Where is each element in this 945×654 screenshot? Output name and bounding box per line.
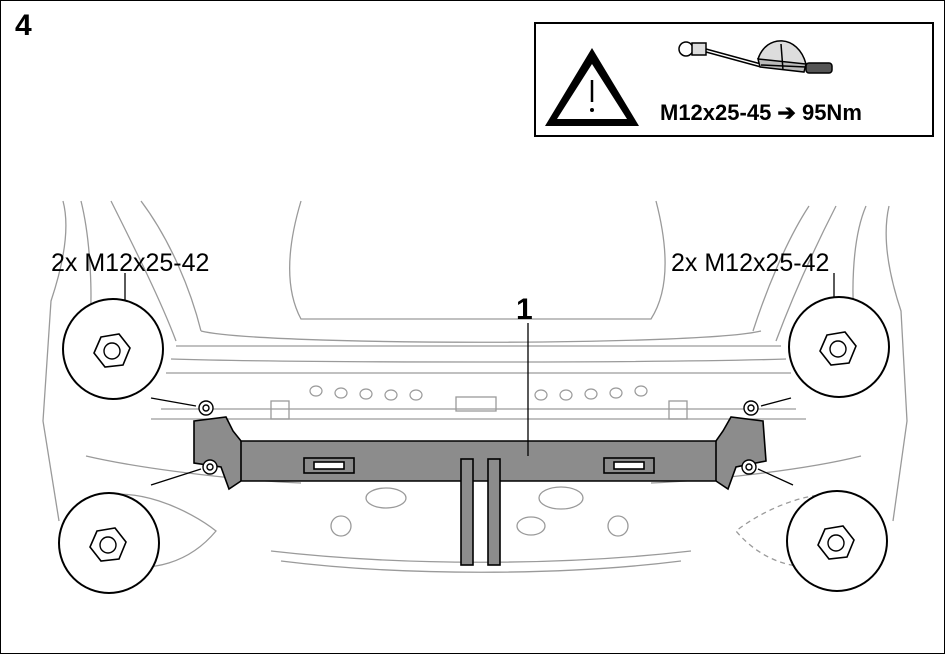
detail-circle-bottom-left	[58, 492, 160, 594]
hex-nut-icon	[93, 333, 131, 368]
step-number: 4	[15, 9, 32, 42]
warning-triangle-icon	[545, 48, 639, 126]
hex-nut-icon	[89, 527, 127, 562]
tow-bar-mount-post	[460, 458, 501, 566]
hex-nut-icon	[819, 331, 857, 366]
hex-nut-icon	[817, 525, 855, 560]
car-rear-outline	[42, 200, 908, 573]
mounting-bolts	[198, 400, 759, 475]
detail-circle-bottom-right	[786, 490, 888, 592]
warning-graphics	[545, 40, 833, 126]
torque-spec-text: M12x25-45 ➔ 95Nm	[660, 100, 862, 125]
part-callout-1: 1	[516, 293, 533, 326]
detail-circle-top-right	[788, 296, 890, 398]
torque-wrench-icon	[678, 40, 833, 74]
left-bolts-label: 2x M12x25-42	[51, 249, 210, 277]
body-slots	[309, 385, 648, 401]
detail-circle-top-left	[62, 298, 164, 400]
tow-bar-crossmember	[193, 416, 767, 491]
right-bolts-label: 2x M12x25-42	[671, 249, 830, 277]
torque-warning-box: M12x25-45 ➔ 95Nm	[534, 22, 934, 137]
